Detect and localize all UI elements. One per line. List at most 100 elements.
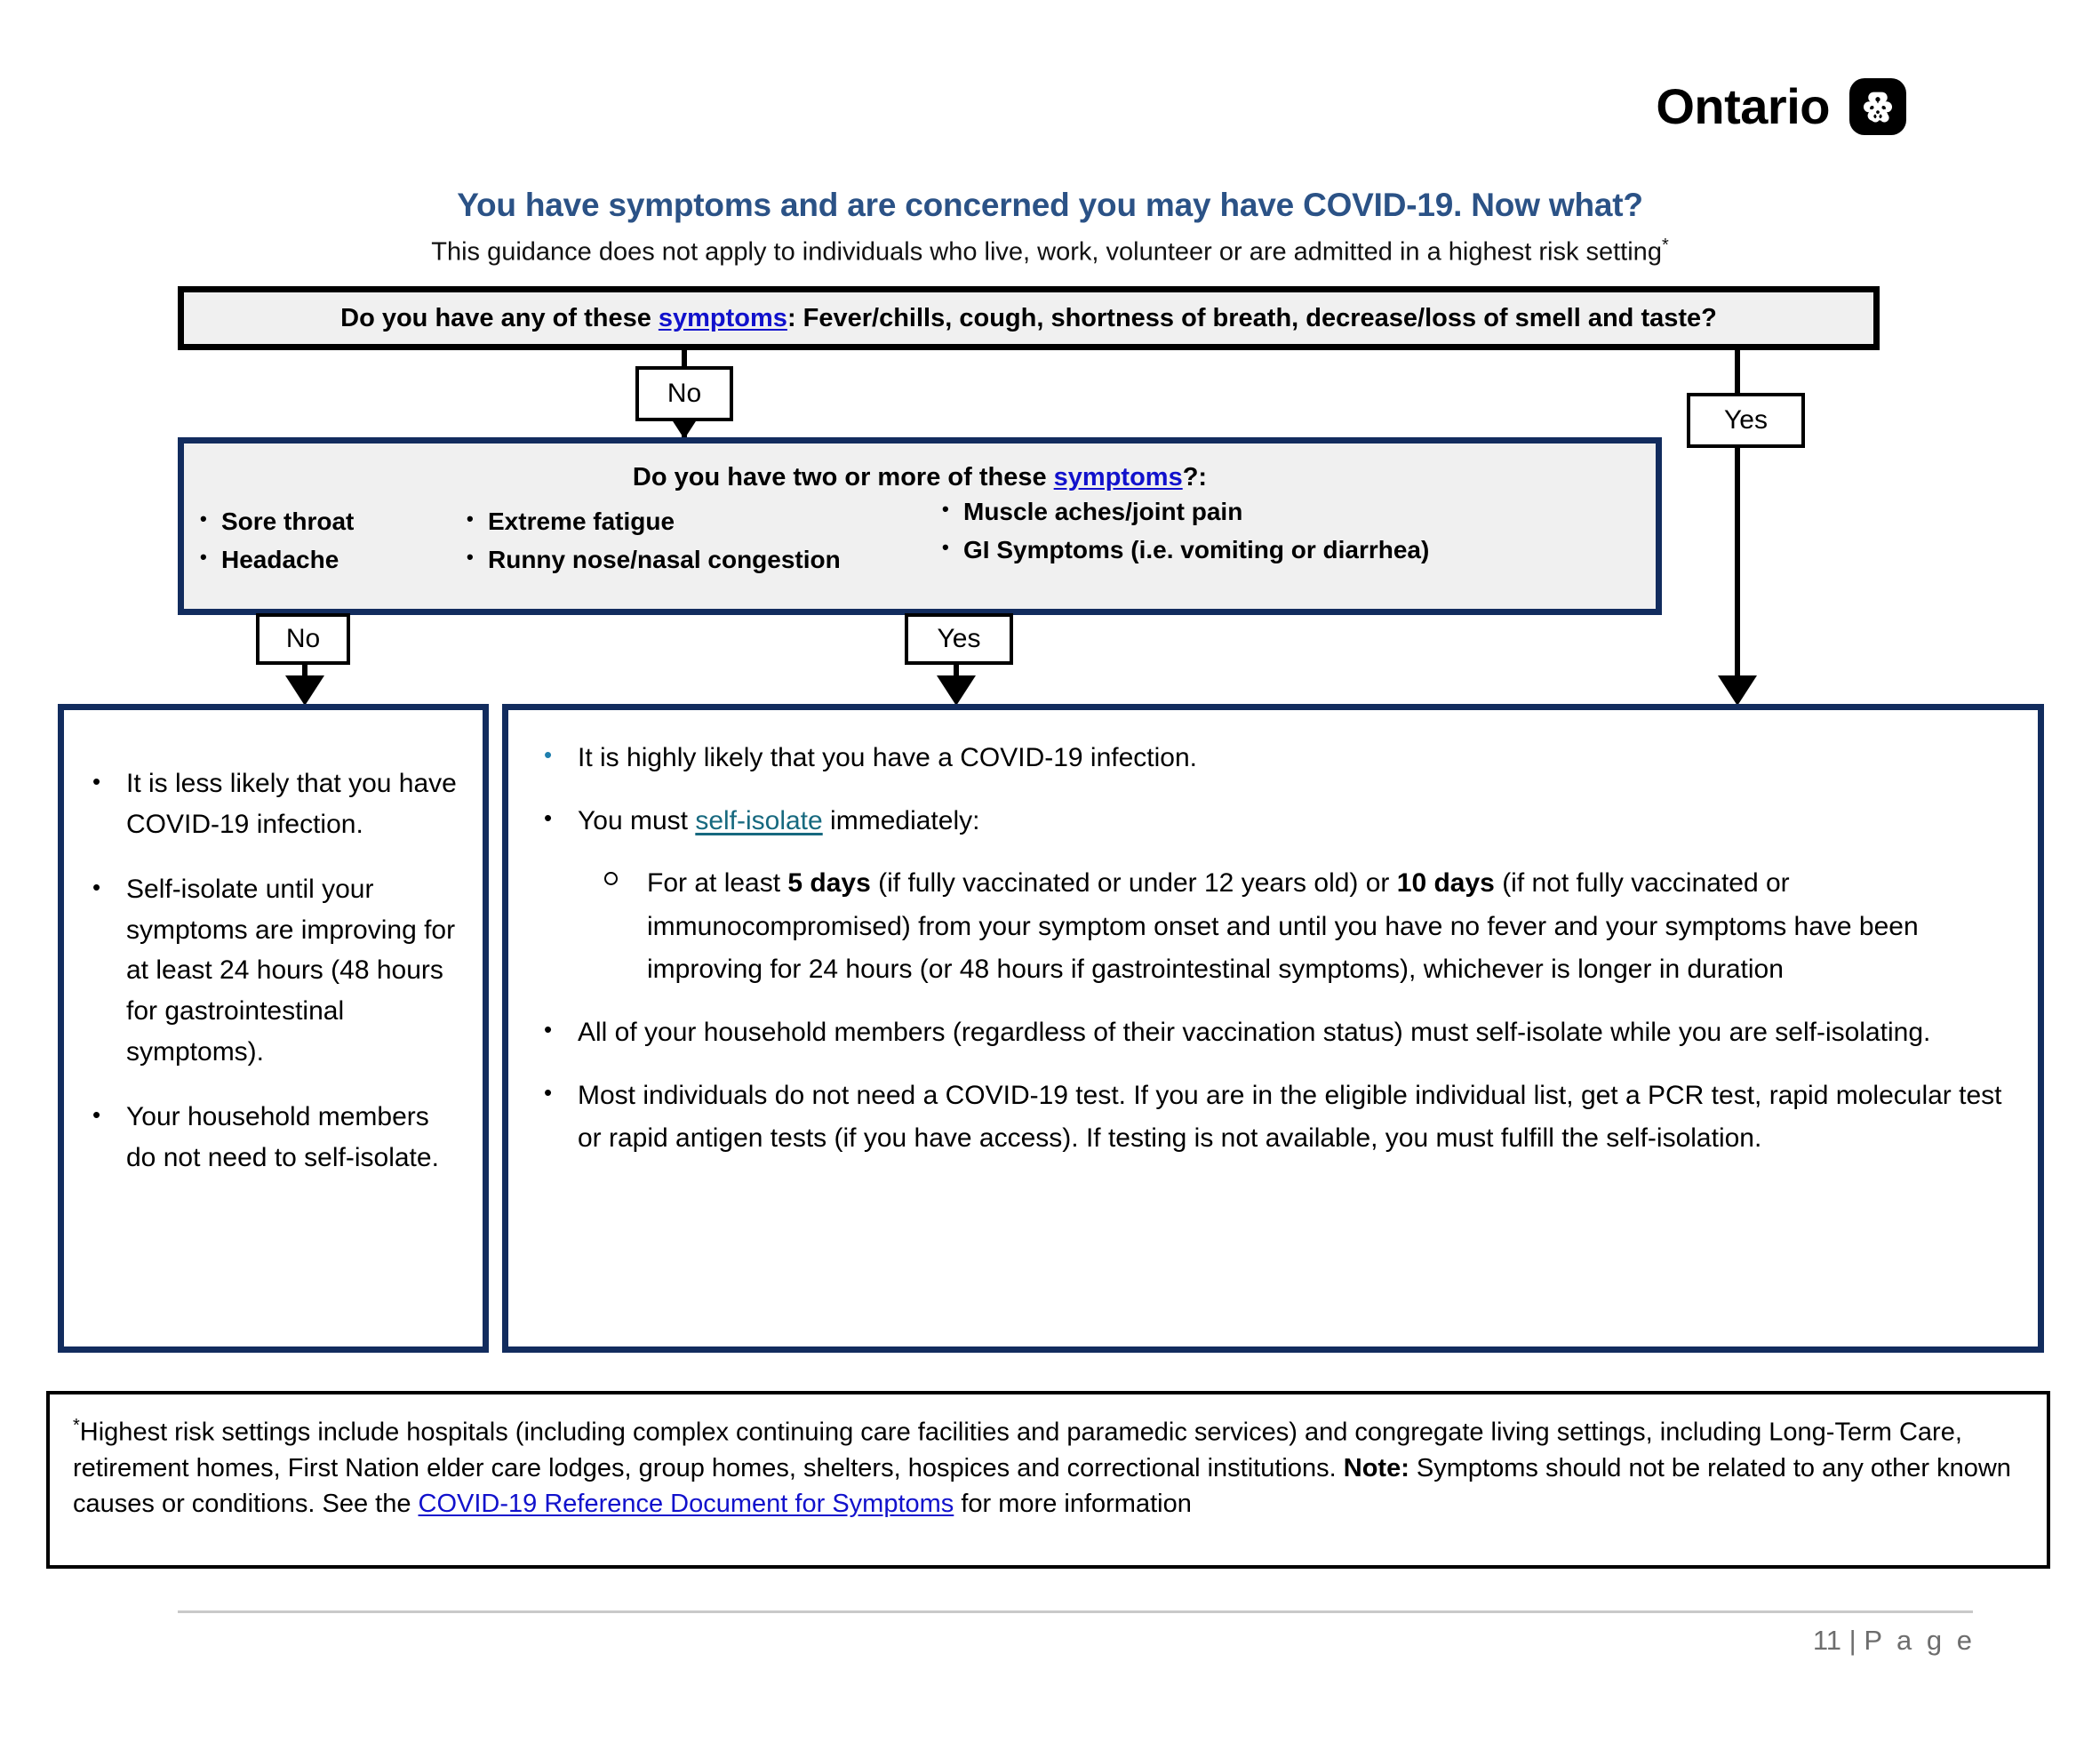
page-number: 11 | P a g e xyxy=(1813,1625,1976,1657)
page-number-separator: | xyxy=(1841,1625,1864,1656)
bullet-icon: • xyxy=(92,1101,101,1129)
symptoms-link-1[interactable]: symptoms xyxy=(658,303,787,332)
connector-q2-no-line-lower xyxy=(302,665,307,684)
symptom-item: •Headache xyxy=(200,545,467,574)
symptom-label: Muscle aches/joint pain xyxy=(963,498,1243,525)
ontario-logo: Ontario xyxy=(1656,78,1906,135)
symptom-columns: •Sore throat •Headache •Extreme fatigue … xyxy=(184,498,1656,583)
outcome-sub-bullet-text: For at least 5 days (if fully vaccinated… xyxy=(647,862,2004,992)
page-title: You have symptoms and are concerned you … xyxy=(457,187,1643,223)
header-block: You have symptoms and are concerned you … xyxy=(0,187,2100,268)
symptom-item: • Runny nose/nasal congestion xyxy=(467,545,942,574)
outcome-bullet-text: Your household members do not need to se… xyxy=(126,1102,439,1172)
footer-divider xyxy=(178,1610,1973,1613)
symptom-item: • Sore throat xyxy=(200,507,467,536)
outcome-high-risk-box: • It is highly likely that you have a COV… xyxy=(502,704,2044,1353)
outcome-bullet-text: It is highly likely that you have a COVI… xyxy=(578,743,1198,772)
subtitle-footnote-marker: * xyxy=(1661,236,1669,255)
page-number-value: 11 xyxy=(1812,1625,1842,1656)
outcome-bullet: • All of your household members (regardle… xyxy=(535,1011,2004,1055)
bullet-icon: • xyxy=(544,803,553,831)
footnote-line-1: Highest risk settings include hospitals … xyxy=(73,1418,1962,1482)
self-isolate-prefix: You must xyxy=(578,805,696,835)
symptom-label: Sore throat xyxy=(221,507,355,535)
connector-q2-no-arrow xyxy=(285,675,324,706)
outcome-bullet-text: It is less likely that you have COVID-19… xyxy=(126,769,457,839)
connector-q2-yes-line-lower xyxy=(954,665,959,684)
connector-q1-yes-line-lower xyxy=(1735,448,1740,683)
self-isolate-link[interactable]: self-isolate xyxy=(695,805,823,835)
covid-reference-document-link[interactable]: COVID-19 Reference Document for Symptoms xyxy=(418,1489,954,1518)
question-2-text: Do you have two or more of these symptom… xyxy=(184,463,1656,492)
outcome-bullet-text: All of your household members (regardles… xyxy=(578,1017,1931,1047)
trillium-icon xyxy=(1849,78,1906,135)
outcome-bullet-text: Self-isolate until your symptoms are imp… xyxy=(126,875,456,1067)
connector-label-q2-no-text: No xyxy=(285,624,321,653)
outcome-bullet: • Most individuals do not need a COVID-19… xyxy=(535,1075,2004,1161)
bullet-icon: • xyxy=(92,768,101,795)
bullet-icon: • xyxy=(942,498,949,520)
footnote-box: *Highest risk settings include hospitals… xyxy=(46,1391,2050,1569)
sub-part-1: For at least xyxy=(647,868,788,899)
footnote-marker: * xyxy=(73,1416,80,1435)
bullet-icon: • xyxy=(200,507,207,530)
outcome-bullet: • It is highly likely that you have a COV… xyxy=(535,737,2004,780)
bullet-icon: • xyxy=(92,874,101,901)
symptom-label: Runny nose/nasal congestion xyxy=(488,546,841,574)
symptom-item: • Extreme fatigue xyxy=(467,507,942,536)
connector-q1-no-line xyxy=(682,350,687,368)
symptom-item: • GI Symptoms (i.e. vomiting or diarrhea) xyxy=(942,535,1629,564)
bullet-icon: • xyxy=(467,546,474,569)
connector-label-q1-yes: Yes xyxy=(1687,393,1805,448)
page-subtitle: This guidance does not apply to individu… xyxy=(0,236,2100,268)
connector-q1-yes-arrow xyxy=(1718,675,1757,706)
outcome-bullet: • You must self-isolate immediately: xyxy=(535,800,2004,843)
connector-label-q2-no: No xyxy=(256,613,350,665)
question-2-suffix: ?: xyxy=(1182,463,1208,491)
sub-part-2: (if fully vaccinated or under 12 years o… xyxy=(870,868,1397,899)
connector-q2-yes-arrow xyxy=(937,675,976,706)
symptom-column-3: • Muscle aches/joint pain • GI Symptoms (i… xyxy=(942,497,1629,583)
symptom-label: Extreme fatigue xyxy=(488,507,675,535)
question-1-prefix: Do you have any of these xyxy=(340,303,659,332)
outcome-low-risk-box: • It is less likely that you have COVID-1… xyxy=(58,704,489,1353)
page-word: P a g e xyxy=(1864,1625,1976,1656)
sub-bold-2: 10 days xyxy=(1396,868,1495,899)
symptom-column-1: • Sore throat •Headache xyxy=(200,507,467,583)
question-1-box: Do you have any of these symptoms: Fever… xyxy=(178,286,1880,350)
bullet-icon: • xyxy=(544,1078,553,1106)
bullet-icon: • xyxy=(467,507,474,530)
question-1-suffix: : Fever/chills, cough, shortness of brea… xyxy=(787,303,1717,332)
connector-label-q1-no: No xyxy=(635,366,733,421)
symptom-column-2: • Extreme fatigue • Runny nose/nasal conge… xyxy=(467,507,942,583)
self-isolate-suffix: immediately: xyxy=(822,805,980,835)
connector-label-q2-yes-text: Yes xyxy=(937,624,981,653)
outcome-bullet: • Your household members do not need to s… xyxy=(84,1097,459,1178)
bullet-icon: • xyxy=(544,1015,553,1043)
outcome-bullet: • It is less likely that you have COVID-1… xyxy=(84,763,459,844)
footnote-note-after: for more information xyxy=(954,1489,1192,1518)
sub-bold-1: 5 days xyxy=(787,868,871,899)
symptom-label: Headache xyxy=(221,546,339,574)
symptom-label: GI Symptoms (i.e. vomiting or diarrhea) xyxy=(963,536,1430,564)
outcome-bullet-text: You must self-isolate immediately: xyxy=(578,800,979,843)
page-subtitle-text: This guidance does not apply to individu… xyxy=(431,237,1662,267)
bullet-icon: • xyxy=(544,741,553,768)
connector-q1-yes-line xyxy=(1735,350,1740,395)
question-2-prefix: Do you have two or more of these xyxy=(632,463,1054,491)
footnote-note-label: Note: xyxy=(1343,1453,1409,1482)
connector-label-q2-yes: Yes xyxy=(905,613,1013,665)
symptoms-link-2[interactable]: symptoms xyxy=(1053,463,1183,491)
ontario-wordmark: Ontario xyxy=(1656,78,1830,134)
symptom-item: • Muscle aches/joint pain xyxy=(942,497,1629,526)
footnote-note-before: Symptoms should not be related to any ot… xyxy=(73,1453,2011,1518)
sub-part-3: (if not fully vaccinated or immunocompro… xyxy=(647,868,1919,985)
bullet-icon: • xyxy=(942,536,949,559)
outcome-bullet-text: Most individuals do not need a COVID-19 … xyxy=(578,1080,2002,1154)
connector-label-q1-no-text: No xyxy=(667,379,702,408)
question-2-box: Do you have two or more of these symptom… xyxy=(178,437,1662,615)
outcome-bullet: • Self-isolate until your symptoms are im… xyxy=(84,869,459,1072)
outcome-sub-bullet: For at least 5 days (if fully vaccinated… xyxy=(604,862,2004,992)
question-1-text: Do you have any of these symptoms: Fever… xyxy=(340,304,1717,333)
hollow-bullet-icon xyxy=(604,862,647,895)
